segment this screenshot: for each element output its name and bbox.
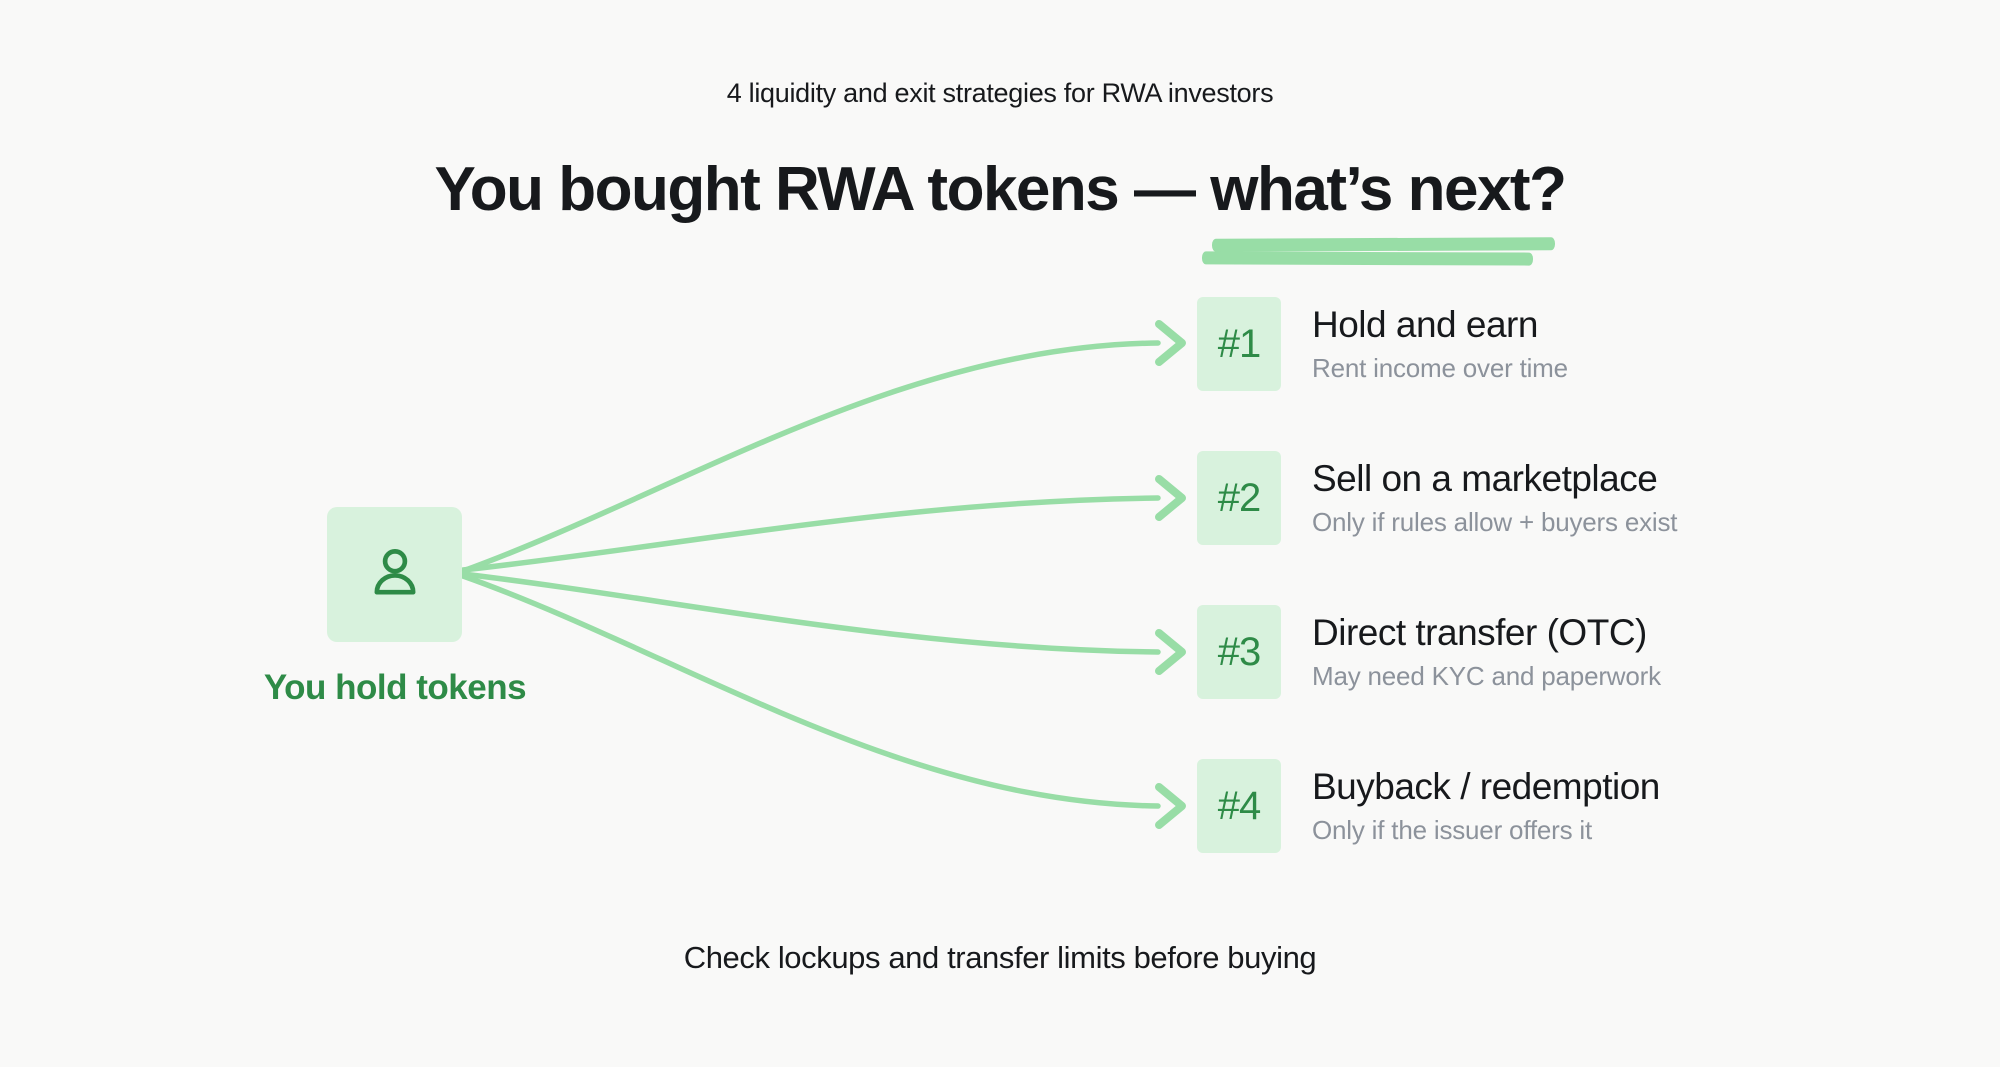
- strategy-subtitle: May need KYC and paperwork: [1312, 661, 1661, 691]
- strategy-badge: #1: [1197, 297, 1281, 391]
- curved-arrow-2: [460, 475, 1186, 573]
- arrowhead-icon: [1155, 629, 1186, 675]
- page-title-highlight: what’s next?: [1202, 154, 1567, 266]
- page-title-highlight-text: what’s next?: [1210, 154, 1567, 224]
- arrowhead-icon: [1155, 475, 1186, 521]
- kicker-text: 4 liquidity and exit strategies for RWA …: [726, 78, 1274, 108]
- strategy-badge: #4: [1197, 759, 1281, 853]
- strategy-row-1: #1 Hold and earn Rent income over time: [1197, 297, 1568, 391]
- footer-note: Check lockups and transfer limits before…: [683, 940, 1317, 975]
- strategy-subtitle: Only if the issuer offers it: [1312, 815, 1593, 845]
- strategy-title: Direct transfer (OTC): [1312, 612, 1647, 653]
- strategy-badge: #2: [1197, 451, 1281, 545]
- strategy-title: Hold and earn: [1312, 304, 1538, 345]
- page-title-prefix: You bought RWA tokens —: [434, 154, 1211, 224]
- arrowhead-icon: [1155, 783, 1186, 829]
- strategy-title: Buyback / redemption: [1312, 766, 1660, 807]
- curved-arrow-3: [460, 571, 1186, 675]
- strategy-subtitle: Rent income over time: [1312, 353, 1568, 383]
- strategy-badge: #3: [1197, 605, 1281, 699]
- source-label: You hold tokens: [263, 668, 527, 707]
- strategy-texts: Sell on a marketplace Only if rules allo…: [1312, 458, 1677, 538]
- strategy-row-2: #2 Sell on a marketplace Only if rules a…: [1197, 451, 1677, 545]
- person-icon: [374, 548, 415, 595]
- strategy-texts: Buyback / redemption Only if the issuer …: [1312, 766, 1660, 846]
- strategy-texts: Hold and earn Rent income over time: [1312, 304, 1568, 384]
- strategy-texts: Direct transfer (OTC) May need KYC and p…: [1312, 612, 1661, 692]
- curved-arrow-4: [460, 573, 1186, 829]
- strategy-row-4: #4 Buyback / redemption Only if the issu…: [1197, 759, 1660, 853]
- strategy-title: Sell on a marketplace: [1312, 458, 1658, 499]
- arrowhead-icon: [1155, 320, 1186, 366]
- curved-arrow-1: [460, 320, 1186, 574]
- strategy-subtitle: Only if rules allow + buyers exist: [1312, 507, 1678, 537]
- page-title: You bought RWA tokens — what’s next?: [0, 154, 2000, 266]
- strategy-row-3: #3 Direct transfer (OTC) May need KYC an…: [1197, 605, 1661, 699]
- token-holder-card: [327, 507, 462, 642]
